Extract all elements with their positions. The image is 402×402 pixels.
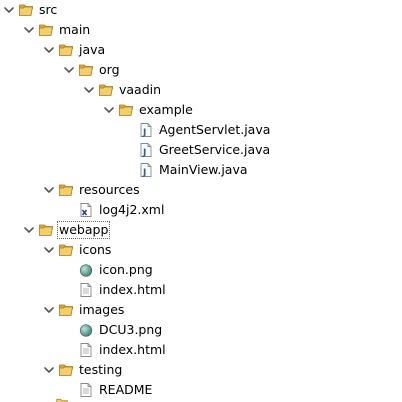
folder-icon (38, 222, 54, 238)
svg-text:J: J (142, 128, 146, 138)
tree-item-label: README (99, 382, 153, 397)
tree-item-label: MainView.java (159, 162, 248, 177)
java-file-icon: J (138, 142, 154, 158)
tree-item-label: index.html (99, 282, 166, 297)
svg-text:J: J (142, 168, 146, 178)
tree-item-icon-png[interactable]: icon.png (0, 260, 402, 280)
text-file-icon (78, 282, 94, 298)
chevron-down-icon[interactable] (103, 104, 115, 116)
svg-text:J: J (142, 148, 146, 158)
tree-item-label: src (39, 2, 58, 17)
folder-icon (58, 302, 74, 318)
xml-file-icon (78, 202, 94, 218)
tree-item-label: org (99, 62, 120, 77)
chevron-down-icon[interactable] (3, 4, 15, 16)
chevron-down-icon[interactable] (23, 24, 35, 36)
tree-item-example[interactable]: example (0, 100, 402, 120)
chevron-down-icon[interactable] (43, 304, 55, 316)
tree-item-icons[interactable]: icons (0, 240, 402, 260)
tree-item-label: icons (79, 242, 112, 257)
chevron-down-icon[interactable] (83, 84, 95, 96)
tree-item-label: icon.png (99, 262, 153, 277)
chevron-down-icon[interactable] (63, 64, 75, 76)
tree-item-label: java (79, 42, 106, 57)
tree-item-resources[interactable]: resources (0, 180, 402, 200)
tree-item-src[interactable]: src (0, 0, 402, 20)
chevron-down-icon[interactable] (43, 184, 55, 196)
folder-icon (78, 62, 94, 78)
tree-item-agentservlet-java[interactable]: J AgentServlet.java (0, 120, 402, 140)
chevron-down-icon[interactable] (43, 44, 55, 56)
tree-item-vaadin[interactable]: vaadin (0, 80, 402, 100)
tree-item-label: vaadin (119, 82, 162, 97)
folder-icon (58, 182, 74, 198)
chevron-down-icon[interactable] (23, 224, 35, 236)
folder-icon (56, 398, 68, 402)
partially-visible-row (56, 397, 68, 402)
tree-item-mainview-java[interactable]: J MainView.java (0, 160, 402, 180)
tree-item-label: testing (79, 362, 123, 377)
image-file-icon (78, 322, 94, 338)
tree-item-java[interactable]: java (0, 40, 402, 60)
tree-item-label: AgentServlet.java (159, 122, 271, 137)
tree-item-label: webapp (56, 221, 111, 239)
folder-icon (58, 42, 74, 58)
tree-item-index-html[interactable]: index.html (0, 280, 402, 300)
tree-item-webapp[interactable]: webapp (0, 220, 402, 240)
tree-item-label: example (139, 102, 193, 117)
java-file-icon: J (138, 162, 154, 178)
tree-item-images[interactable]: images (0, 300, 402, 320)
tree-item-label: DCU3.png (99, 322, 163, 337)
text-file-icon (78, 342, 94, 358)
tree-item-label: main (59, 22, 91, 37)
tree-item-index-html[interactable]: index.html (0, 340, 402, 360)
tree-item-label: resources (79, 182, 140, 197)
tree-item-log4j2-xml[interactable]: log4j2.xml (0, 200, 402, 220)
folder-icon (18, 2, 34, 18)
tree-item-label: GreetService.java (159, 142, 271, 157)
tree-item-testing[interactable]: testing (0, 360, 402, 380)
java-file-icon: J (138, 122, 154, 138)
tree-item-org[interactable]: org (0, 60, 402, 80)
text-file-icon (78, 382, 94, 398)
tree-item-dcu3-png[interactable]: DCU3.png (0, 320, 402, 340)
tree-item-greetservice-java[interactable]: J GreetService.java (0, 140, 402, 160)
folder-icon (58, 242, 74, 258)
folder-icon (38, 22, 54, 38)
chevron-down-icon[interactable] (43, 364, 55, 376)
folder-icon (118, 102, 134, 118)
chevron-down-icon[interactable] (43, 244, 55, 256)
tree-item-label: log4j2.xml (99, 202, 165, 217)
tree-item-readme[interactable]: README (0, 380, 402, 400)
image-file-icon (78, 262, 94, 278)
tree-item-label: index.html (99, 342, 166, 357)
tree-item-main[interactable]: main (0, 20, 402, 40)
folder-icon (58, 362, 74, 378)
tree-item-label: images (79, 302, 125, 317)
folder-icon (98, 82, 114, 98)
